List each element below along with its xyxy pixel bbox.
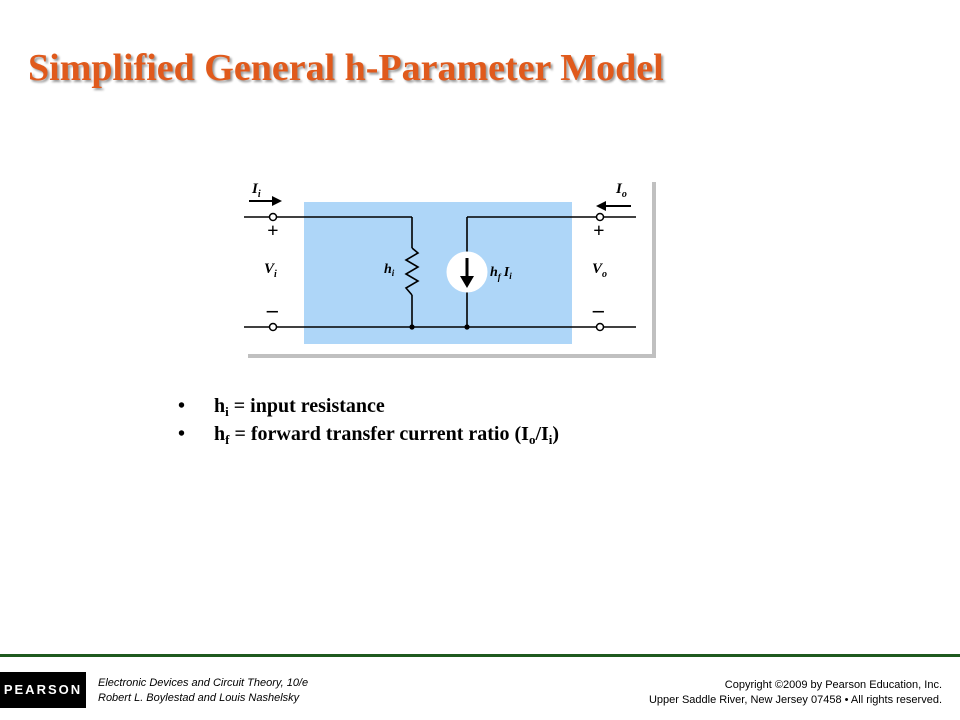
ratio-middle: /I — [535, 423, 549, 445]
input-resistance-label: hi — [384, 262, 395, 278]
output-terminal-top — [595, 212, 605, 222]
symbol: h — [214, 395, 226, 417]
pearson-logo: PEARSON — [0, 672, 86, 708]
footer-divider — [0, 654, 960, 657]
definition-text: = forward transfer current ratio (I — [229, 423, 529, 445]
input-terminal-bottom — [268, 322, 278, 332]
output-terminal-bottom — [595, 322, 605, 332]
model-box — [304, 202, 572, 344]
book-info: Electronic Devices and Circuit Theory, 1… — [98, 676, 308, 706]
output-current-arrow — [596, 201, 631, 211]
definition-text: = input resistance — [228, 395, 385, 417]
output-current-label: Io — [615, 181, 627, 200]
copyright-text: Copyright ©2009 by Pearson Education, In… — [724, 679, 942, 691]
circuit-wires — [244, 216, 636, 328]
publisher-address: Upper Saddle River, New Jersey 07458 • A… — [648, 694, 942, 706]
list-item: • hi = input resistance — [178, 392, 559, 420]
input-current-label: Ii — [251, 181, 261, 200]
dependent-current-source — [446, 251, 488, 293]
input-voltage-label: Vi — [264, 261, 277, 280]
symbol-subscript: i — [225, 404, 229, 419]
copyright-info: Copyright ©2009 by Pearson Education, In… — [649, 678, 942, 708]
input-current-arrow — [249, 196, 282, 206]
input-plus-sign: + — [267, 220, 278, 242]
list-item: • hf = forward transfer current ratio (Io… — [178, 420, 559, 448]
terminals — [268, 212, 605, 332]
symbol: h — [214, 423, 226, 445]
slide-title: Simplified General h-Parameter Model — [28, 47, 664, 89]
diagram-frame — [248, 182, 656, 358]
output-plus-sign: + — [593, 220, 604, 242]
ratio-subscript-1: o — [528, 432, 536, 447]
bullet-marker: • — [178, 395, 186, 417]
junction-dots — [409, 324, 470, 330]
definitions-list: •hi = input resistance •hf = forward tra… — [178, 392, 559, 448]
input-minus-sign: – — [266, 297, 278, 322]
ratio-subscript-2: i — [548, 432, 553, 447]
bullet-marker: • — [178, 423, 186, 445]
ratio-end: ) — [552, 423, 560, 445]
symbol-subscript: f — [225, 432, 230, 447]
book-title: Electronic Devices and Circuit Theory, 1… — [98, 677, 309, 689]
book-authors: Robert L. Boylestad and Louis Nashelsky — [98, 692, 300, 704]
output-minus-sign: – — [592, 297, 604, 322]
input-terminal-top — [268, 212, 278, 222]
output-voltage-label: Vo — [592, 261, 607, 280]
